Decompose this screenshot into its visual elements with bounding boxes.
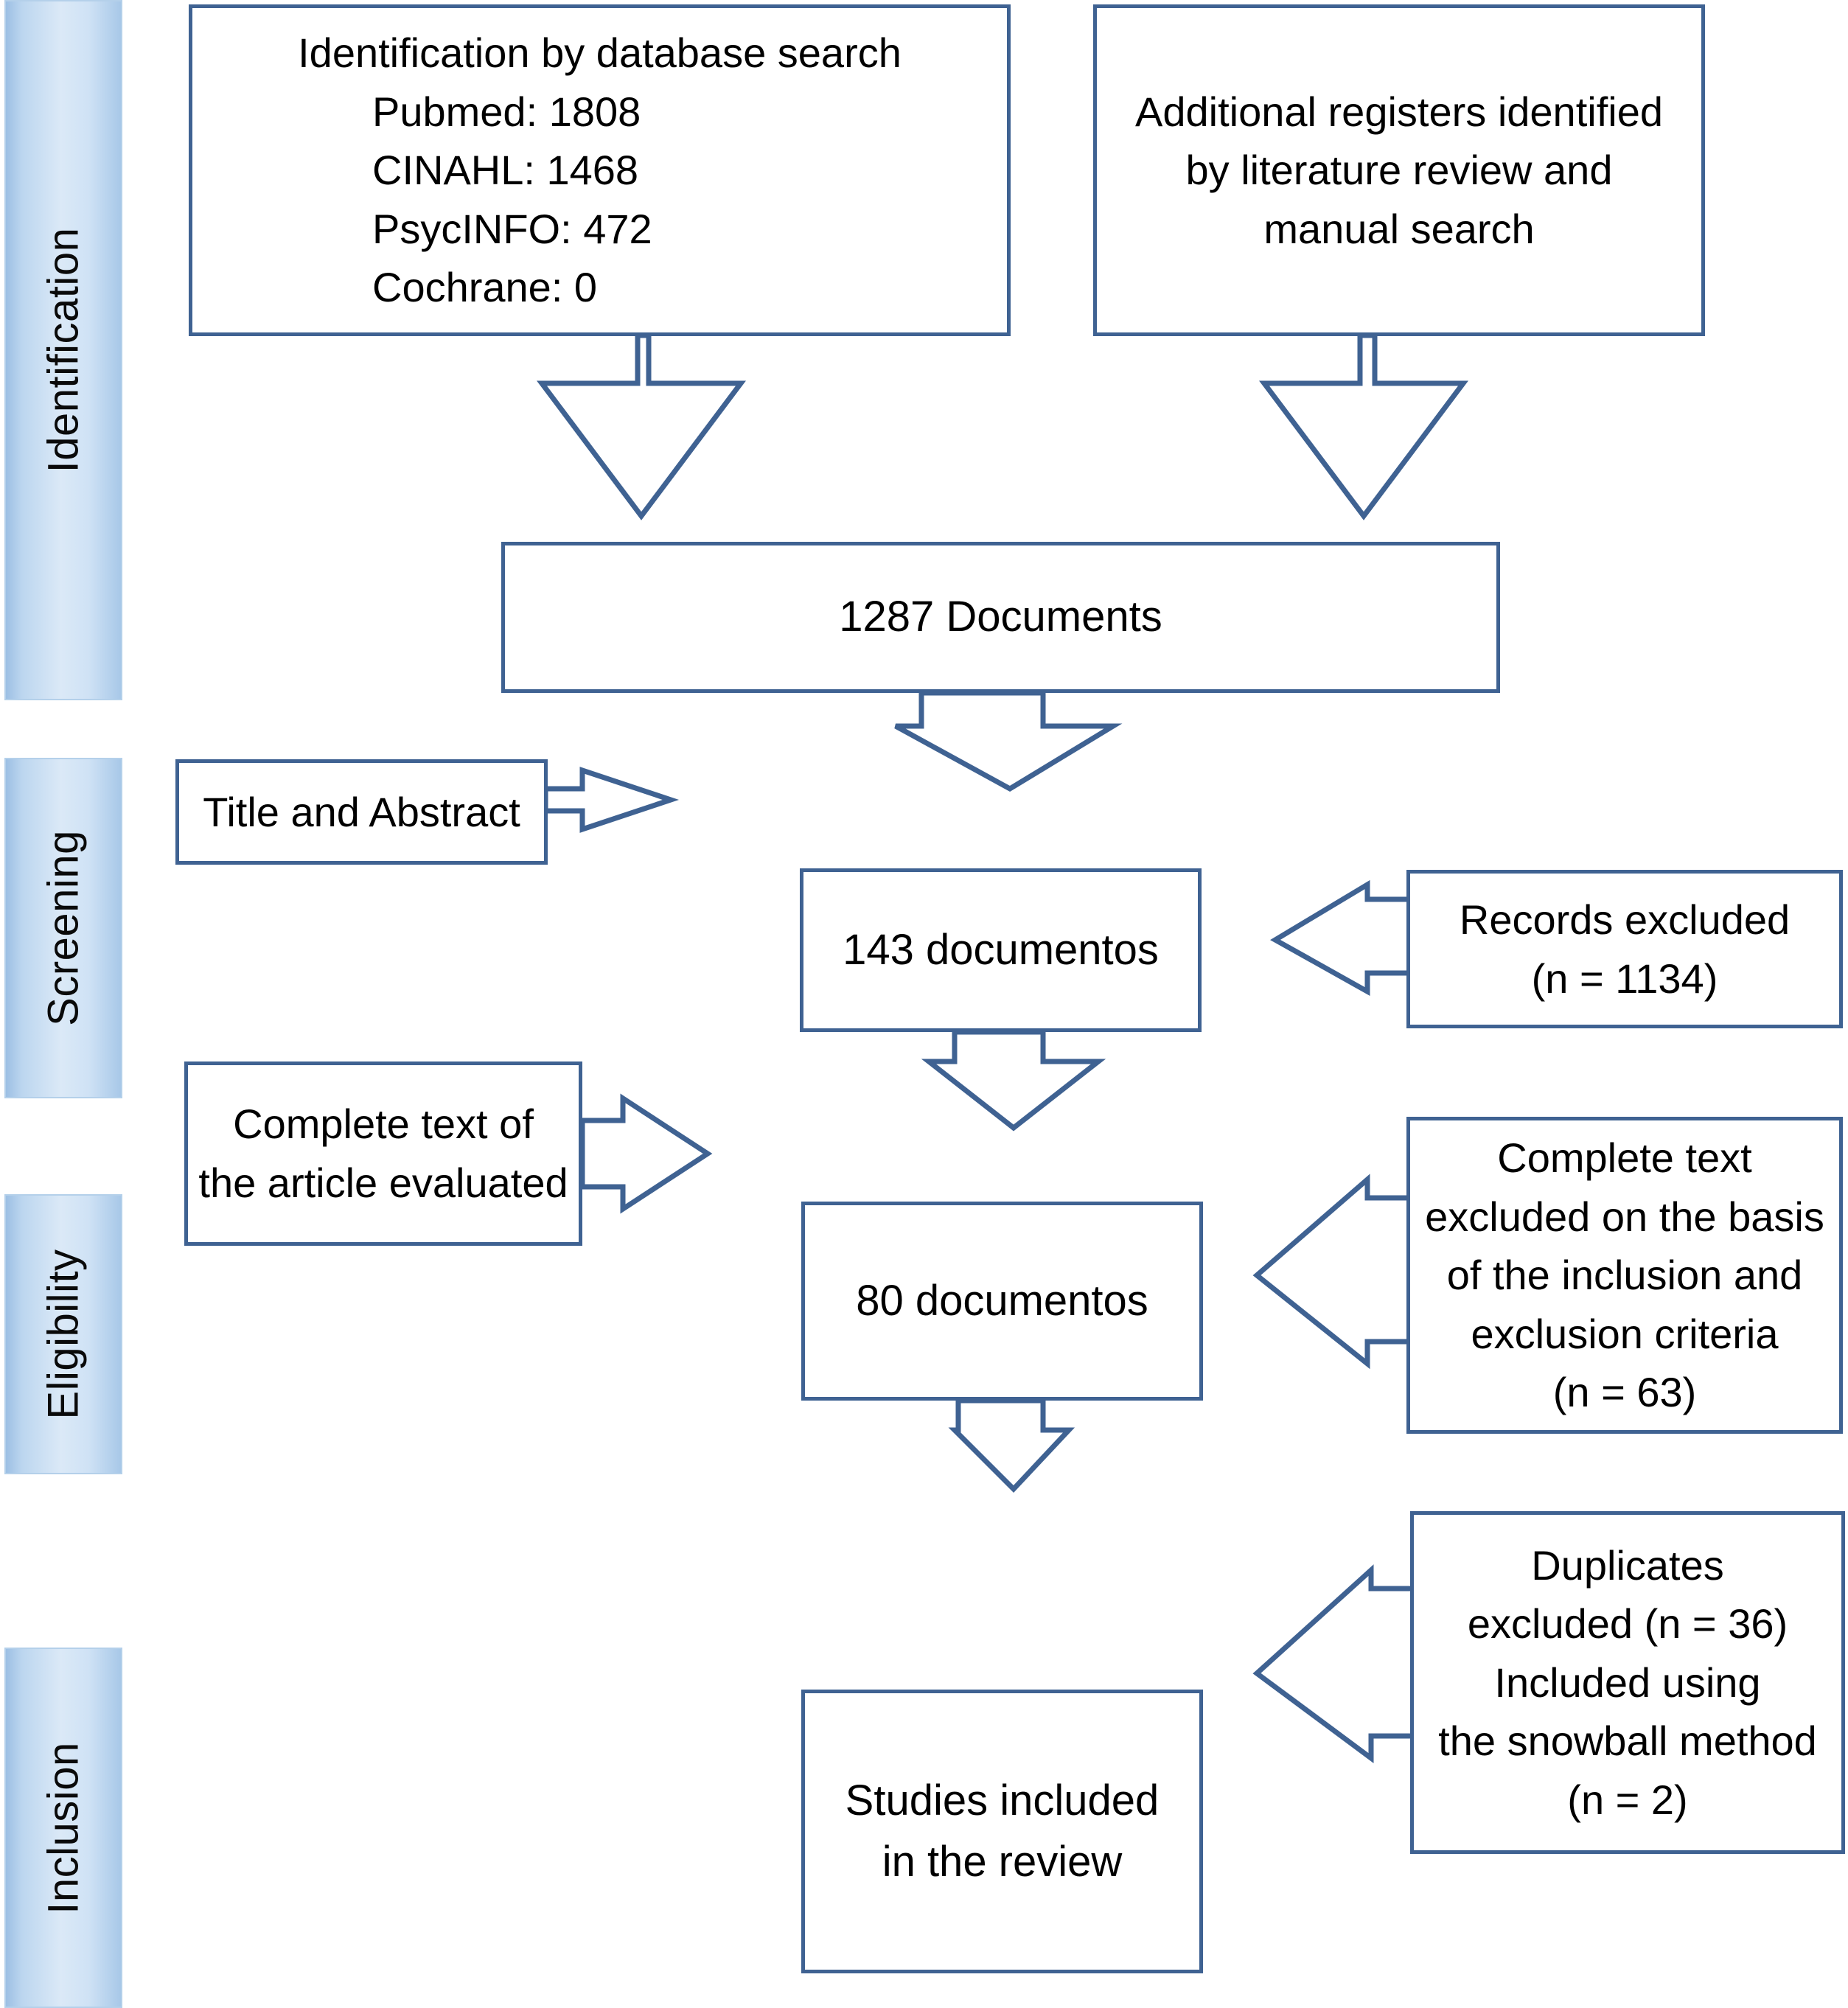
- arrow-duplicates-snowball: [1252, 1564, 1418, 1763]
- box-documents-total: 1287 Documents: [501, 542, 1500, 693]
- phase-bar-screening: Screening: [4, 758, 122, 1098]
- arrow-database-to-total: [537, 332, 746, 520]
- box-screened-documents: 143 documentos: [800, 868, 1202, 1032]
- box-database-search: Identification by database search Pubmed…: [189, 4, 1011, 336]
- snowball-line-1: Included using: [1494, 1659, 1761, 1706]
- duplicates-line-1: Duplicates: [1531, 1541, 1724, 1589]
- phase-bar-eligibility: Eligibility: [4, 1194, 122, 1474]
- database-search-source-psycinfo: PsycINFO: 472: [372, 205, 652, 252]
- arrow-records-excluded: [1270, 879, 1415, 996]
- arrow-registers-to-total: [1259, 332, 1468, 520]
- arrow-title-abstract: [543, 767, 680, 833]
- arrow-eligible-to-included: [948, 1398, 1075, 1493]
- database-search-heading: Identification by database search: [298, 29, 902, 77]
- arrow-total-to-screened: [894, 690, 1123, 792]
- phase-bar-inclusion: Inclusion: [4, 1648, 122, 2008]
- database-search-source-cochrane: Cochrane: 0: [372, 264, 598, 311]
- full-text-evaluated-line-2: the article evaluated: [198, 1160, 568, 1206]
- additional-registers-line-3: manual search: [1263, 205, 1535, 252]
- database-search-source-pubmed: Pubmed: 1808: [372, 88, 641, 135]
- full-text-excluded-line-5: (n = 63): [1552, 1369, 1697, 1416]
- box-eligible-documents: 80 documentos: [801, 1202, 1203, 1401]
- documents-total-label: 1287 Documents: [839, 593, 1162, 641]
- database-search-source-cinahl: CINAHL: 1468: [372, 147, 639, 194]
- full-text-excluded-line-4: exclusion criteria: [1471, 1310, 1779, 1357]
- phase-label-screening: Screening: [39, 830, 88, 1026]
- phase-label-eligibility: Eligibility: [39, 1249, 88, 1420]
- snowball-line-2: the snowball method: [1438, 1718, 1817, 1765]
- title-and-abstract-label: Title and Abstract: [203, 788, 520, 835]
- box-duplicates-and-snowball: Duplicates excluded (n = 36) Included us…: [1410, 1511, 1845, 1854]
- phase-label-inclusion: Inclusion: [39, 1741, 88, 1914]
- full-text-evaluated-line-1: Complete text of: [233, 1101, 534, 1148]
- studies-included-line-1: Studies included: [845, 1777, 1160, 1825]
- screened-documents-label: 143 documentos: [843, 925, 1159, 974]
- studies-included-line-2: in the review: [882, 1837, 1123, 1886]
- records-excluded-line-1: Records excluded: [1459, 896, 1791, 943]
- arrow-screened-to-eligible: [921, 1029, 1106, 1132]
- box-full-text-evaluated: Complete text of the article evaluated: [184, 1061, 582, 1246]
- box-studies-included: Studies included in the review: [801, 1690, 1203, 1973]
- full-text-excluded-line-2: excluded on the basis: [1425, 1193, 1824, 1240]
- arrow-full-text-evaluated: [579, 1093, 713, 1214]
- box-additional-registers: Additional registers identified by liter…: [1093, 4, 1705, 336]
- arrow-full-text-excluded: [1252, 1174, 1415, 1370]
- records-excluded-line-2: (n = 1134): [1531, 955, 1718, 1002]
- box-title-and-abstract: Title and Abstract: [175, 759, 548, 865]
- full-text-excluded-line-1: Complete text: [1497, 1134, 1752, 1182]
- box-records-excluded: Records excluded (n = 1134): [1406, 870, 1843, 1028]
- additional-registers-line-1: Additional registers identified: [1135, 88, 1663, 135]
- box-full-text-excluded: Complete text excluded on the basis of t…: [1406, 1117, 1843, 1434]
- snowball-line-3: (n = 2): [1567, 1776, 1688, 1823]
- additional-registers-line-2: by literature review and: [1185, 147, 1613, 194]
- phase-label-identification: Identification: [39, 227, 88, 473]
- phase-bar-identification: Identification: [4, 0, 122, 700]
- duplicates-line-2: excluded (n = 36): [1467, 1600, 1788, 1648]
- full-text-excluded-line-3: of the inclusion and: [1446, 1252, 1803, 1299]
- eligible-documents-label: 80 documentos: [856, 1276, 1148, 1325]
